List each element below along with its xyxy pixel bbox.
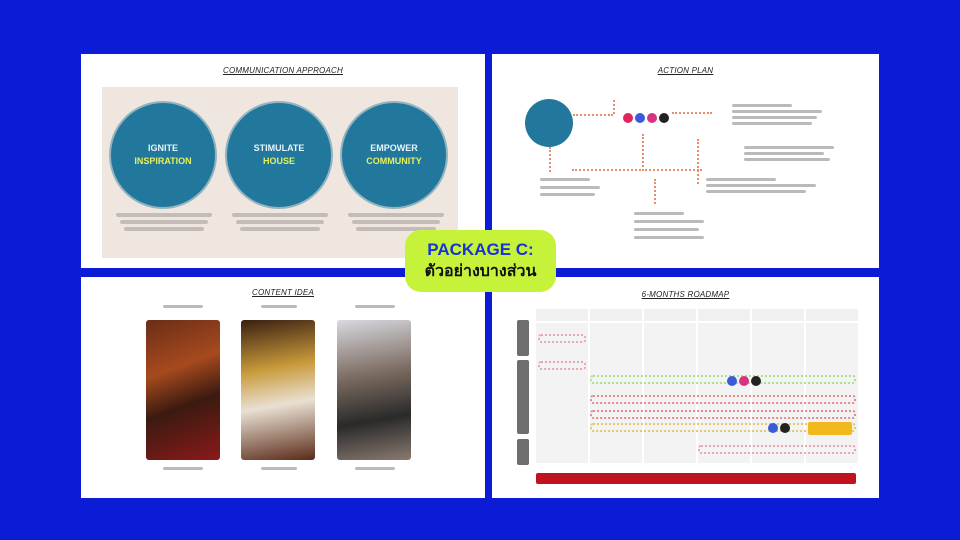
connector-line xyxy=(697,139,699,184)
month-column xyxy=(644,323,696,463)
blurred-text xyxy=(732,104,792,107)
row-label-tab xyxy=(517,360,529,434)
month-column xyxy=(590,323,642,463)
package-badge: PACKAGE C: ตัวอย่างบางส่วน xyxy=(405,230,556,292)
blurred-text xyxy=(163,467,203,470)
blurred-text xyxy=(634,212,684,215)
circle-line1: IGNITE xyxy=(147,143,178,153)
approach-board: IGNITE INSPIRATION STIMULATE HOUSE EMPOW… xyxy=(102,87,458,258)
blurred-text xyxy=(732,116,817,119)
month-header xyxy=(644,309,696,321)
communication-approach-panel: COMMUNICATION APPROACH IGNITE INSPIRATIO… xyxy=(81,54,485,268)
platform-icon xyxy=(739,376,749,386)
blurred-text xyxy=(356,227,436,231)
blurred-text xyxy=(261,305,297,308)
month-column xyxy=(752,323,804,463)
roadmap-bar xyxy=(590,410,856,419)
month-header xyxy=(698,309,750,321)
month-column xyxy=(698,323,750,463)
blurred-text xyxy=(232,213,328,217)
connector-line xyxy=(549,147,551,172)
roadmap-bar xyxy=(590,423,856,432)
content-photo xyxy=(241,320,315,460)
blurred-text xyxy=(744,146,834,149)
row-label-tab xyxy=(517,439,529,465)
blurred-text xyxy=(352,220,440,224)
platform-icon xyxy=(647,113,657,123)
month-column xyxy=(806,323,858,463)
roadmap-panel: 6-MONTHS ROADMAP xyxy=(492,277,879,498)
connector-line xyxy=(573,114,613,116)
roadmap-footer-bar xyxy=(536,473,856,484)
blurred-text xyxy=(116,213,212,217)
circle-line2: INSPIRATION xyxy=(134,156,192,166)
roadmap-bar xyxy=(538,361,586,370)
blurred-text xyxy=(124,227,204,231)
roadmap-bar xyxy=(590,395,856,404)
content-photo xyxy=(146,320,220,460)
blurred-text xyxy=(355,467,395,470)
blurred-text xyxy=(540,178,590,181)
blurred-text xyxy=(163,305,203,308)
blurred-text xyxy=(732,122,812,125)
badge-title: PACKAGE C: xyxy=(427,240,534,259)
badge-subtitle: ตัวอย่างบางส่วน xyxy=(424,261,537,280)
blurred-text xyxy=(634,220,704,223)
roadmap-bar xyxy=(590,375,856,384)
blurred-text xyxy=(706,184,816,187)
month-column xyxy=(536,323,588,463)
row-label-tab xyxy=(517,320,529,356)
blurred-text xyxy=(706,178,776,181)
blurred-text xyxy=(540,193,595,196)
month-header xyxy=(536,309,588,321)
action-plan-panel: ACTION PLAN xyxy=(492,54,879,268)
blurred-text xyxy=(706,190,806,193)
blurred-text xyxy=(744,158,830,161)
platform-icon xyxy=(780,423,790,433)
approach-circle-ignite: IGNITE INSPIRATION xyxy=(111,103,215,207)
connector-line xyxy=(672,112,712,114)
highlight-block xyxy=(808,422,852,435)
blurred-text xyxy=(634,236,704,239)
content-idea-panel: CONTENT IDEA xyxy=(81,277,485,498)
platform-icon xyxy=(751,376,761,386)
approach-circle-stimulate: STIMULATE HOUSE xyxy=(227,103,331,207)
circle-line2: HOUSE xyxy=(262,156,295,166)
month-header xyxy=(752,309,804,321)
blurred-text xyxy=(261,467,297,470)
panel-title: ACTION PLAN xyxy=(657,66,714,75)
blurred-text xyxy=(634,228,699,231)
central-node xyxy=(525,99,573,147)
connector-line xyxy=(654,179,656,204)
circle-line1: STIMULATE xyxy=(253,143,305,153)
content-photo xyxy=(337,320,411,460)
blurred-text xyxy=(355,305,395,308)
roadmap-bar xyxy=(698,445,856,454)
approach-circle-empower: EMPOWER COMMUNITY xyxy=(342,103,446,207)
platform-icon xyxy=(623,113,633,123)
blurred-text xyxy=(236,220,324,224)
blurred-text xyxy=(240,227,320,231)
blurred-text xyxy=(120,220,208,224)
panel-title: 6-MONTHS ROADMAP xyxy=(641,290,730,299)
platform-icon xyxy=(727,376,737,386)
platform-icon xyxy=(635,113,645,123)
month-header xyxy=(806,309,858,321)
connector-line xyxy=(642,169,702,171)
blurred-text xyxy=(744,152,824,155)
connector-line xyxy=(613,100,615,114)
connector-line xyxy=(572,134,644,171)
platform-icon xyxy=(659,113,669,123)
month-header xyxy=(590,309,642,321)
roadmap-bar xyxy=(538,334,586,343)
panel-title: CONTENT IDEA xyxy=(252,288,314,297)
blurred-text xyxy=(732,110,822,113)
circle-line1: EMPOWER xyxy=(370,143,418,153)
blurred-text xyxy=(348,213,444,217)
circle-line2: COMMUNITY xyxy=(366,156,422,166)
blurred-text xyxy=(540,186,600,189)
platform-icon xyxy=(768,423,778,433)
panel-title: COMMUNICATION APPROACH xyxy=(223,66,343,75)
